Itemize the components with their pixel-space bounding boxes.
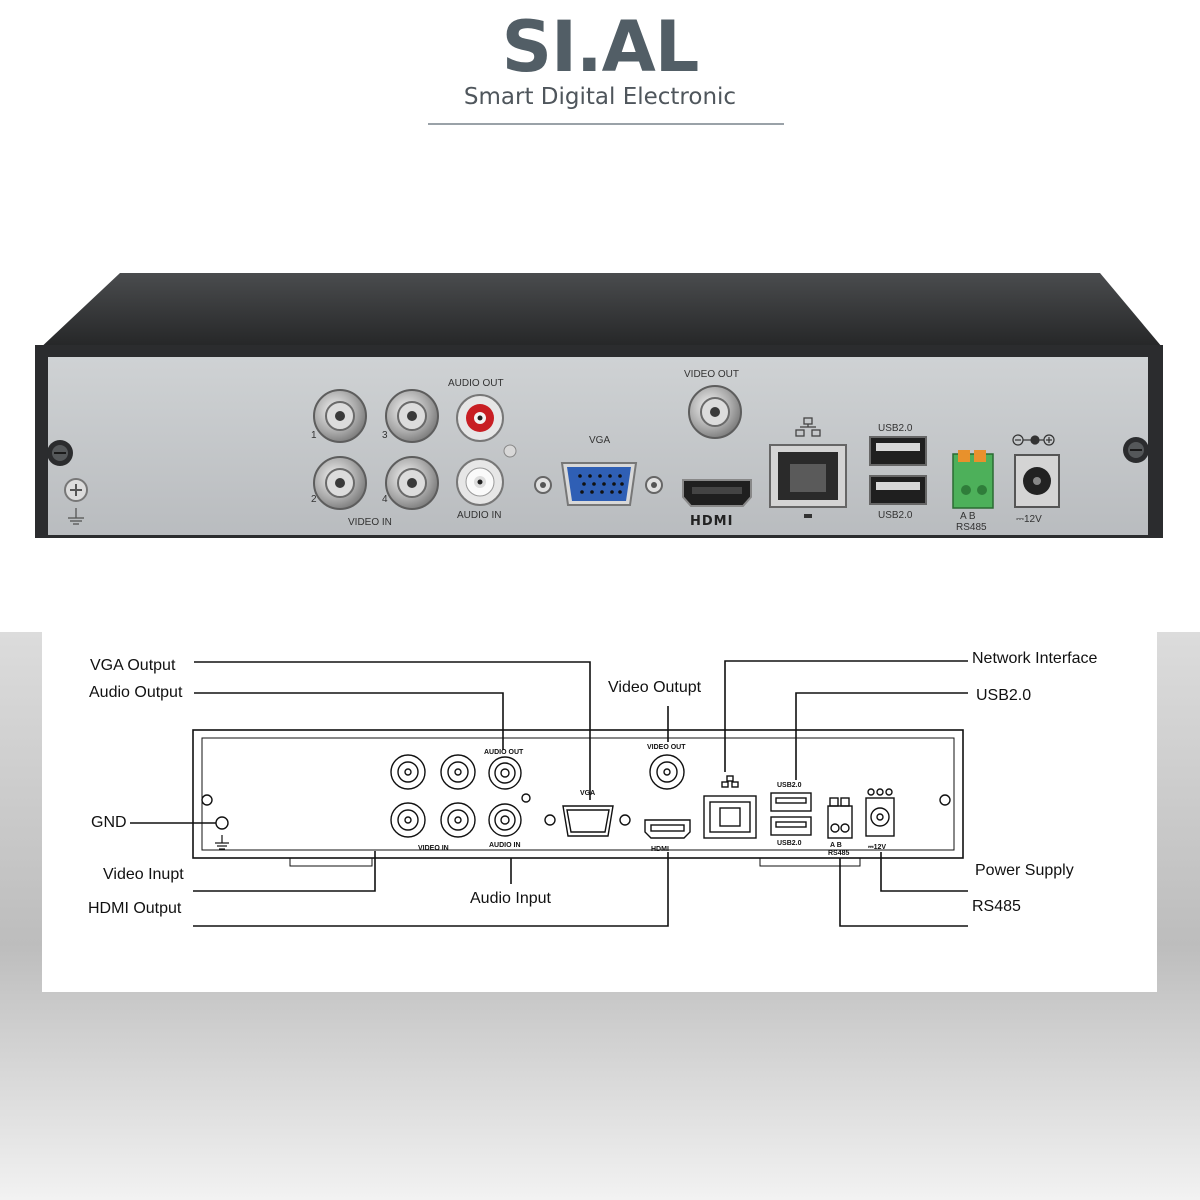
photo-label-video-in: VIDEO IN (348, 517, 392, 528)
leader-rs485 (839, 858, 968, 927)
device-label-audio-in: AUDIO IN (489, 842, 521, 849)
leader-video-input (193, 851, 376, 892)
leader-vga-output (194, 661, 591, 800)
screw-icon (47, 440, 73, 466)
hdmi-port (682, 479, 752, 507)
photo-label-video-out: VIDEO OUT (684, 369, 739, 380)
bnc-video-in-2 (313, 456, 367, 510)
photo-label-usb-bottom: USB2.0 (878, 510, 913, 521)
device-label-audio-out: AUDIO OUT (484, 749, 524, 756)
logo-wordmark: SI.AL (501, 6, 700, 88)
device-label-rs485-ab: A B (830, 842, 842, 849)
vga-port (534, 462, 663, 506)
ethernet-port (769, 444, 847, 518)
panel-screw (503, 444, 517, 458)
device-label-vga: VGA (580, 790, 595, 797)
photo-label-usb-top: USB2.0 (878, 423, 913, 434)
photo-label-audio-in: AUDIO IN (457, 510, 501, 521)
bnc-video-in-3 (385, 389, 439, 443)
photo-label-rs485-ab: A B (960, 511, 976, 522)
photo-label-power: ⎓12V (1016, 514, 1042, 525)
label-gnd: GND (91, 814, 127, 831)
label-usb: USB2.0 (976, 687, 1032, 704)
device-label-rs485: RS485 (828, 850, 850, 857)
polarity-icon (1012, 434, 1055, 446)
photo-label-ch3: 3 (382, 430, 388, 441)
label-audio-input: Audio Input (470, 890, 551, 907)
rs485-terminal (952, 450, 994, 509)
label-video-input: Video Inupt (103, 866, 184, 883)
port-diagram: AUDIO OUT VIDEO OUT VGA USB2.0 USB2.0 VI… (130, 660, 968, 927)
ground-symbol-icon (68, 508, 84, 525)
dc-power-jack (1014, 454, 1060, 508)
photo-label-vga: VGA (589, 435, 610, 446)
device-outline (192, 729, 964, 859)
diagram-card (42, 632, 1157, 992)
screw-icon (1123, 437, 1149, 463)
device-label-video-in: VIDEO IN (418, 845, 449, 852)
label-hdmi-output: HDMI Output (88, 900, 182, 917)
ground-screw-icon (64, 478, 88, 502)
device-label-hdmi: HDMI (651, 846, 669, 853)
leader-usb (795, 692, 968, 780)
label-audio-output: Audio Output (89, 684, 183, 701)
device-label-video-out: VIDEO OUT (647, 744, 686, 751)
photo-label-ch1: 1 (311, 430, 317, 441)
device-label-usb-bottom: USB2.0 (777, 840, 802, 847)
usb-port-bottom (869, 475, 927, 505)
network-icon (795, 417, 821, 437)
photo-label-hdmi: HDMI (690, 514, 733, 529)
photo-label-ch4: 4 (382, 494, 388, 505)
bnc-video-out (688, 385, 742, 439)
photo-label-ch2: 2 (311, 494, 317, 505)
rca-audio-out (456, 394, 504, 442)
bnc-video-in-4 (385, 456, 439, 510)
chassis-top (36, 273, 1162, 352)
photo-label-audio-out: AUDIO OUT (448, 378, 504, 389)
logo-underline (428, 123, 784, 125)
label-video-output: Video Outupt (608, 679, 702, 696)
photo-label-rs485: RS485 (956, 522, 987, 533)
device-label-power: ⎓12V (868, 844, 886, 851)
device-label-usb-top: USB2.0 (777, 782, 802, 789)
label-rs485: RS485 (972, 898, 1021, 915)
dvr-rear-photo: AUDIO OUT VIDEO OUT VGA USB2.0 USB2.0 VI… (35, 273, 1163, 538)
rca-audio-in (456, 458, 504, 506)
label-network-interface: Network Interface (972, 650, 1098, 667)
leader-power-supply (880, 852, 968, 892)
logo-tagline: Smart Digital Electronic (463, 84, 737, 110)
bnc-video-in-1 (313, 389, 367, 443)
brand-logo: SI.AL Smart Digital Electronic (0, 0, 1200, 140)
label-power-supply: Power Supply (975, 862, 1074, 879)
usb-port-top (869, 436, 927, 466)
leader-hdmi-output (193, 852, 669, 927)
leader-network-interface (724, 660, 968, 772)
label-vga-output: VGA Output (90, 657, 176, 674)
leader-audio-output (194, 692, 504, 750)
